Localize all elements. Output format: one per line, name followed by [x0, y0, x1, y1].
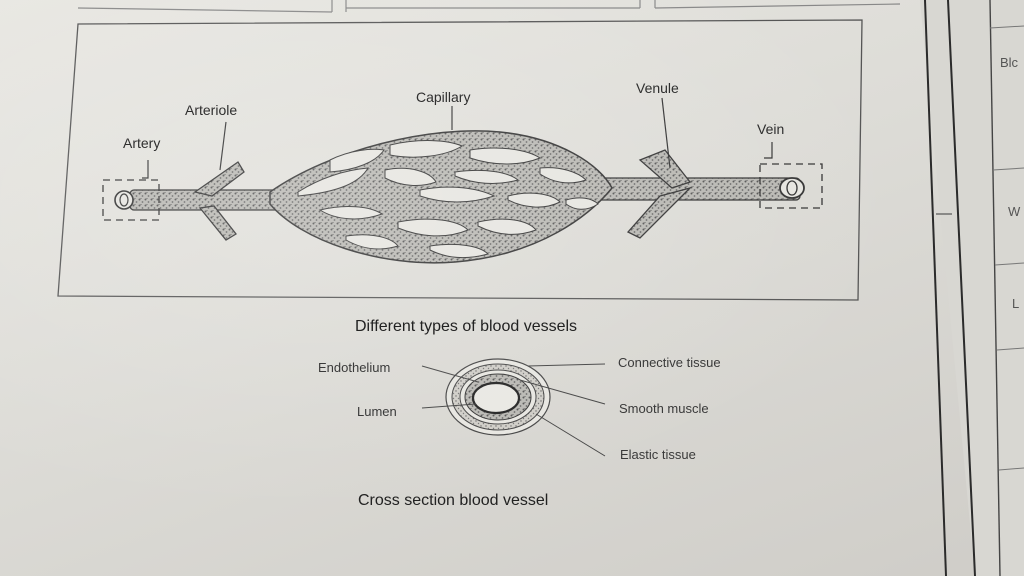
label-smooth-muscle: Smooth muscle: [619, 401, 709, 416]
label-capillary: Capillary: [416, 89, 471, 105]
side-text-fragment-2: W: [1008, 204, 1021, 219]
cross-section-figure: [445, 358, 551, 436]
side-text-fragment-1: Blc: [1000, 55, 1019, 70]
label-artery: Artery: [123, 135, 161, 151]
side-text-fragment-3: L: [1012, 296, 1020, 311]
label-endothelium: Endothelium: [318, 360, 391, 375]
label-arteriole: Arteriole: [185, 102, 238, 118]
caption-vessel-types: Different types of blood vessels: [355, 318, 578, 335]
vein-end-marker: [759, 163, 823, 209]
label-elastic-tissue: Elastic tissue: [620, 447, 696, 462]
top-table-cells: [77, 0, 901, 13]
diagram-frame: [57, 19, 863, 301]
label-lumen: Lumen: [357, 404, 397, 419]
caption-cross-section: Cross section blood vessel: [358, 492, 549, 509]
cross-section-leader-lines: [421, 363, 606, 457]
diagram-leader-lines: [142, 97, 773, 179]
side-sheet: [920, 0, 1024, 576]
label-connective-tissue: Connective tissue: [618, 355, 721, 370]
label-venule: Venule: [636, 80, 679, 96]
artery-end-marker: [102, 179, 160, 221]
capillary-bed: [269, 130, 613, 264]
label-vein: Vein: [757, 121, 785, 137]
